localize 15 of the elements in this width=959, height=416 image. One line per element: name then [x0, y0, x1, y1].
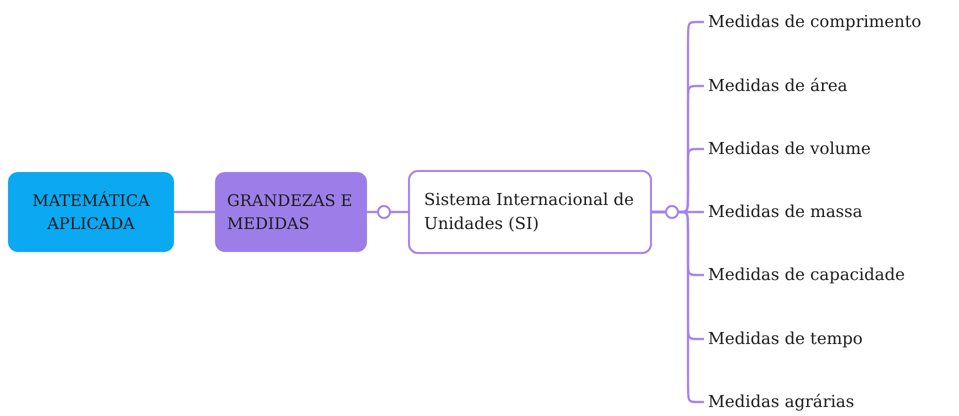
leaf-topic-label: Medidas de capacidade — [708, 264, 905, 286]
connector-line — [367, 210, 408, 214]
root-topic-box — [8, 172, 174, 252]
topic-box — [215, 172, 367, 252]
subtopic-box — [408, 170, 652, 254]
subtopic-label: Sistema Internacional de Unidades (SI) — [424, 189, 635, 235]
leaf-topic-label: Medidas agrárias — [708, 391, 854, 414]
topic-label: MATEMÁTICA APLICADA — [31, 190, 151, 235]
leaf-topic-label: Medidas de massa — [708, 201, 862, 224]
leaf-topic-label: Medidas de área — [708, 75, 848, 98]
leaf-topic-label: Medidas de tempo — [708, 328, 863, 350]
leaf-topic-label: Medidas de comprimento — [708, 11, 922, 34]
connector-line — [174, 210, 215, 214]
topic-label: GRANDEZAS E MEDIDAS — [227, 190, 354, 235]
leaf-topic-label: Medidas de volume — [708, 138, 871, 160]
